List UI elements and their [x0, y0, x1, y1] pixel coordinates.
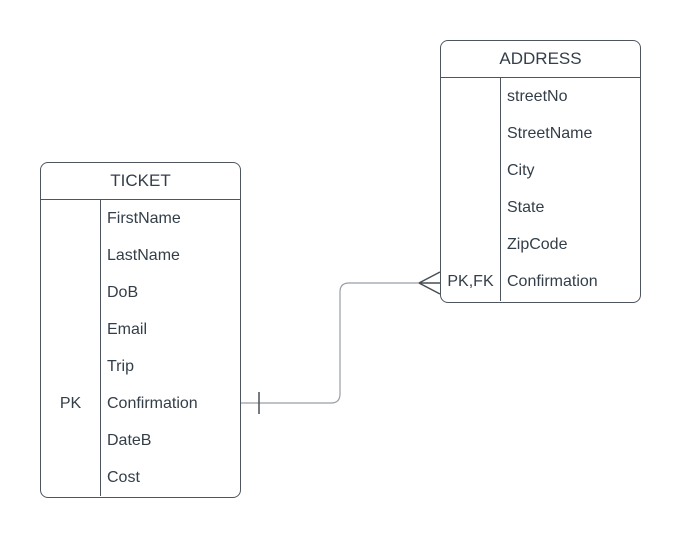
entity-title: TICKET	[41, 163, 240, 200]
key-label	[41, 459, 101, 496]
attribute-label: Confirmation	[507, 273, 598, 291]
table-row: LastName	[41, 237, 240, 274]
many-cardinality-crow-foot-icon	[418, 271, 441, 295]
attribute-label: DoB	[107, 283, 139, 301]
table-row: Trip	[41, 348, 240, 385]
entity-title: ADDRESS	[441, 41, 640, 78]
attribute-label: Email	[107, 320, 148, 338]
attribute-label: StreetName	[507, 124, 593, 142]
table-row: DoB	[41, 274, 240, 311]
entity-ticket[interactable]: TICKET FirstName LastName DoB Email Trip	[40, 162, 241, 498]
key-label	[441, 152, 501, 190]
table-row: Email	[41, 311, 240, 348]
entity-address[interactable]: ADDRESS streetNo StreetName City State Z…	[440, 40, 641, 303]
attribute-label: DateB	[107, 431, 152, 449]
key-label	[441, 226, 501, 264]
attribute-label: State	[507, 199, 545, 217]
table-row: streetNo	[441, 78, 640, 116]
key-label	[441, 78, 501, 116]
table-row: ZipCode	[441, 226, 640, 264]
key-label	[41, 348, 101, 385]
entity-address-attributes: streetNo StreetName City State ZipCode P…	[441, 78, 640, 302]
table-row: PK,FK Confirmation	[441, 263, 640, 302]
table-row: City	[441, 152, 640, 190]
key-label: PK	[41, 385, 101, 422]
table-row: PK Confirmation	[41, 385, 240, 422]
table-row: State	[441, 189, 640, 227]
connector-line[interactable]	[240, 282, 419, 404]
attribute-label: LastName	[107, 246, 180, 264]
key-label	[41, 274, 101, 311]
attribute-label: Cost	[107, 468, 140, 486]
key-label	[41, 422, 101, 459]
table-row: StreetName	[441, 115, 640, 153]
key-label	[41, 237, 101, 274]
attribute-label: FirstName	[107, 209, 181, 227]
key-label	[41, 311, 101, 348]
key-label	[441, 115, 501, 153]
key-label: PK,FK	[441, 263, 501, 302]
attribute-label: Trip	[107, 357, 134, 375]
attribute-label: Confirmation	[107, 394, 198, 412]
table-row: FirstName	[41, 200, 240, 237]
table-row: Cost	[41, 459, 240, 496]
attribute-label: streetNo	[507, 87, 568, 105]
key-label	[41, 200, 101, 237]
attribute-label: City	[507, 161, 535, 179]
entity-ticket-attributes: FirstName LastName DoB Email Trip PK Con…	[41, 200, 240, 496]
table-row: DateB	[41, 422, 240, 459]
key-label	[441, 189, 501, 227]
attribute-label: ZipCode	[507, 236, 568, 254]
